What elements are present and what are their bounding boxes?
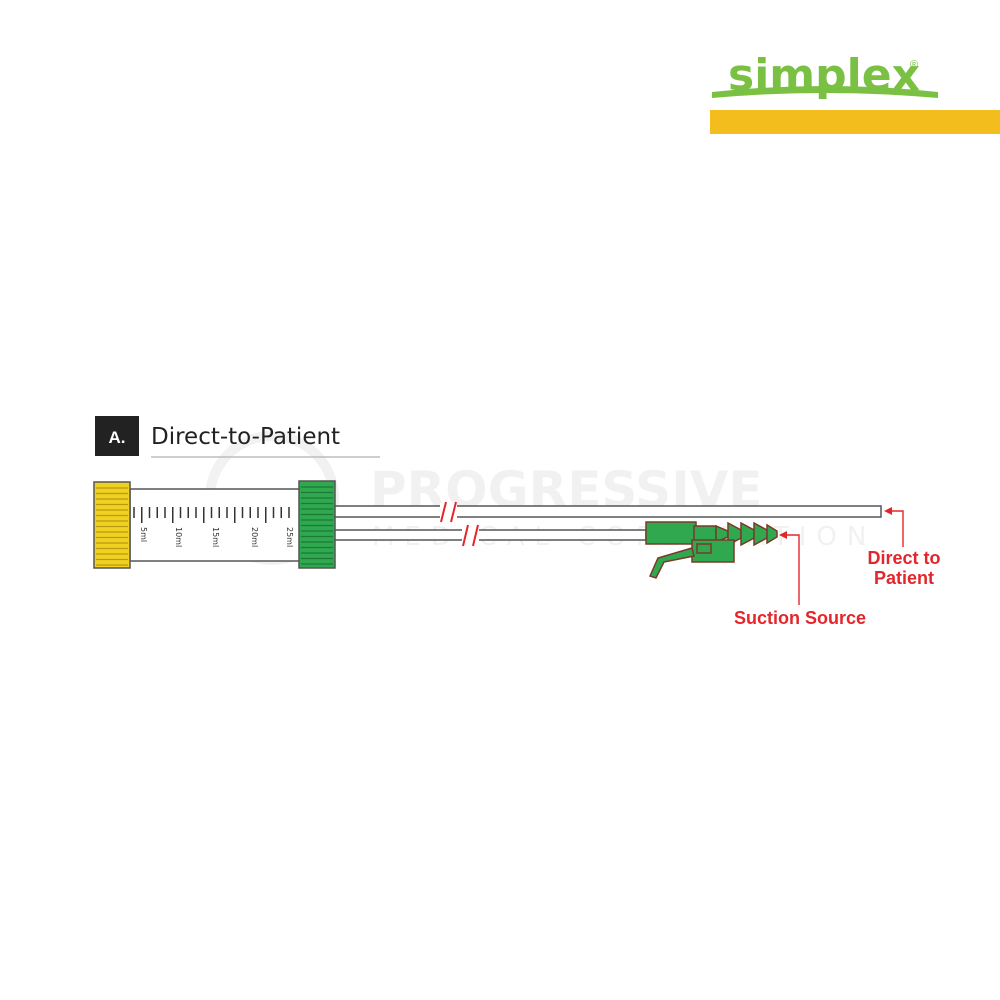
connector-barb-5 (766, 523, 778, 545)
suction-arrow-line (787, 534, 800, 605)
connector-body (645, 521, 697, 545)
scale-label-20ml: 20ml (250, 527, 259, 547)
direct-arrow-line (892, 510, 904, 547)
direct-label-line2: Patient (874, 568, 934, 588)
brand-swoosh (712, 86, 938, 98)
break-mark-top-1 (440, 501, 447, 523)
scale-label-10ml: 10ml (174, 527, 183, 547)
scale-label-5ml: 5ml (139, 527, 148, 542)
syringe-hub (298, 480, 336, 569)
scale-label-25ml: 25ml (285, 527, 294, 547)
syringe-tick-labels: 5ml 10ml 15ml 20ml 25ml (139, 527, 294, 547)
syringe-ticks (133, 507, 290, 523)
scale-label-15ml: 15ml (211, 527, 220, 547)
syringe-barrel (129, 488, 303, 562)
brand-yellow-bar (710, 110, 1000, 134)
break-mark-top-2 (450, 501, 457, 523)
tube-break-icon (440, 501, 479, 547)
tube-suction-source (333, 529, 647, 541)
hub-grip-lines (301, 486, 333, 565)
section-marker: A. (109, 428, 126, 447)
connector-valve-window (696, 543, 712, 554)
section-heading: A. Direct-to-Patient (95, 416, 380, 458)
brand-name: simplex (728, 50, 920, 101)
section-marker-box (95, 416, 139, 456)
pointer-arrow-icon (884, 507, 892, 515)
break-mark-bottom-1 (462, 524, 469, 547)
section-title: Direct-to-Patient (151, 424, 340, 450)
break-mark-bottom-2 (472, 524, 479, 547)
plunger-grip-lines (96, 487, 128, 566)
suction-pointer-arrow-icon (779, 531, 787, 539)
brand-registered-mark: ® (910, 59, 918, 71)
syringe-plunger (93, 481, 131, 569)
connector-lever (648, 547, 695, 579)
suction-connector-icon (645, 521, 778, 579)
suction-label: Suction Source (734, 608, 866, 628)
suction-annotation: Suction Source (734, 531, 866, 628)
syringe: 5ml 10ml 15ml 20ml 25ml (93, 480, 336, 569)
direct-label-line1: Direct to (867, 548, 940, 568)
direct-annotation: Direct to Patient (867, 507, 941, 588)
tube-direct-to-patient (333, 505, 882, 518)
brand-logo: simplex ® (710, 50, 1000, 134)
